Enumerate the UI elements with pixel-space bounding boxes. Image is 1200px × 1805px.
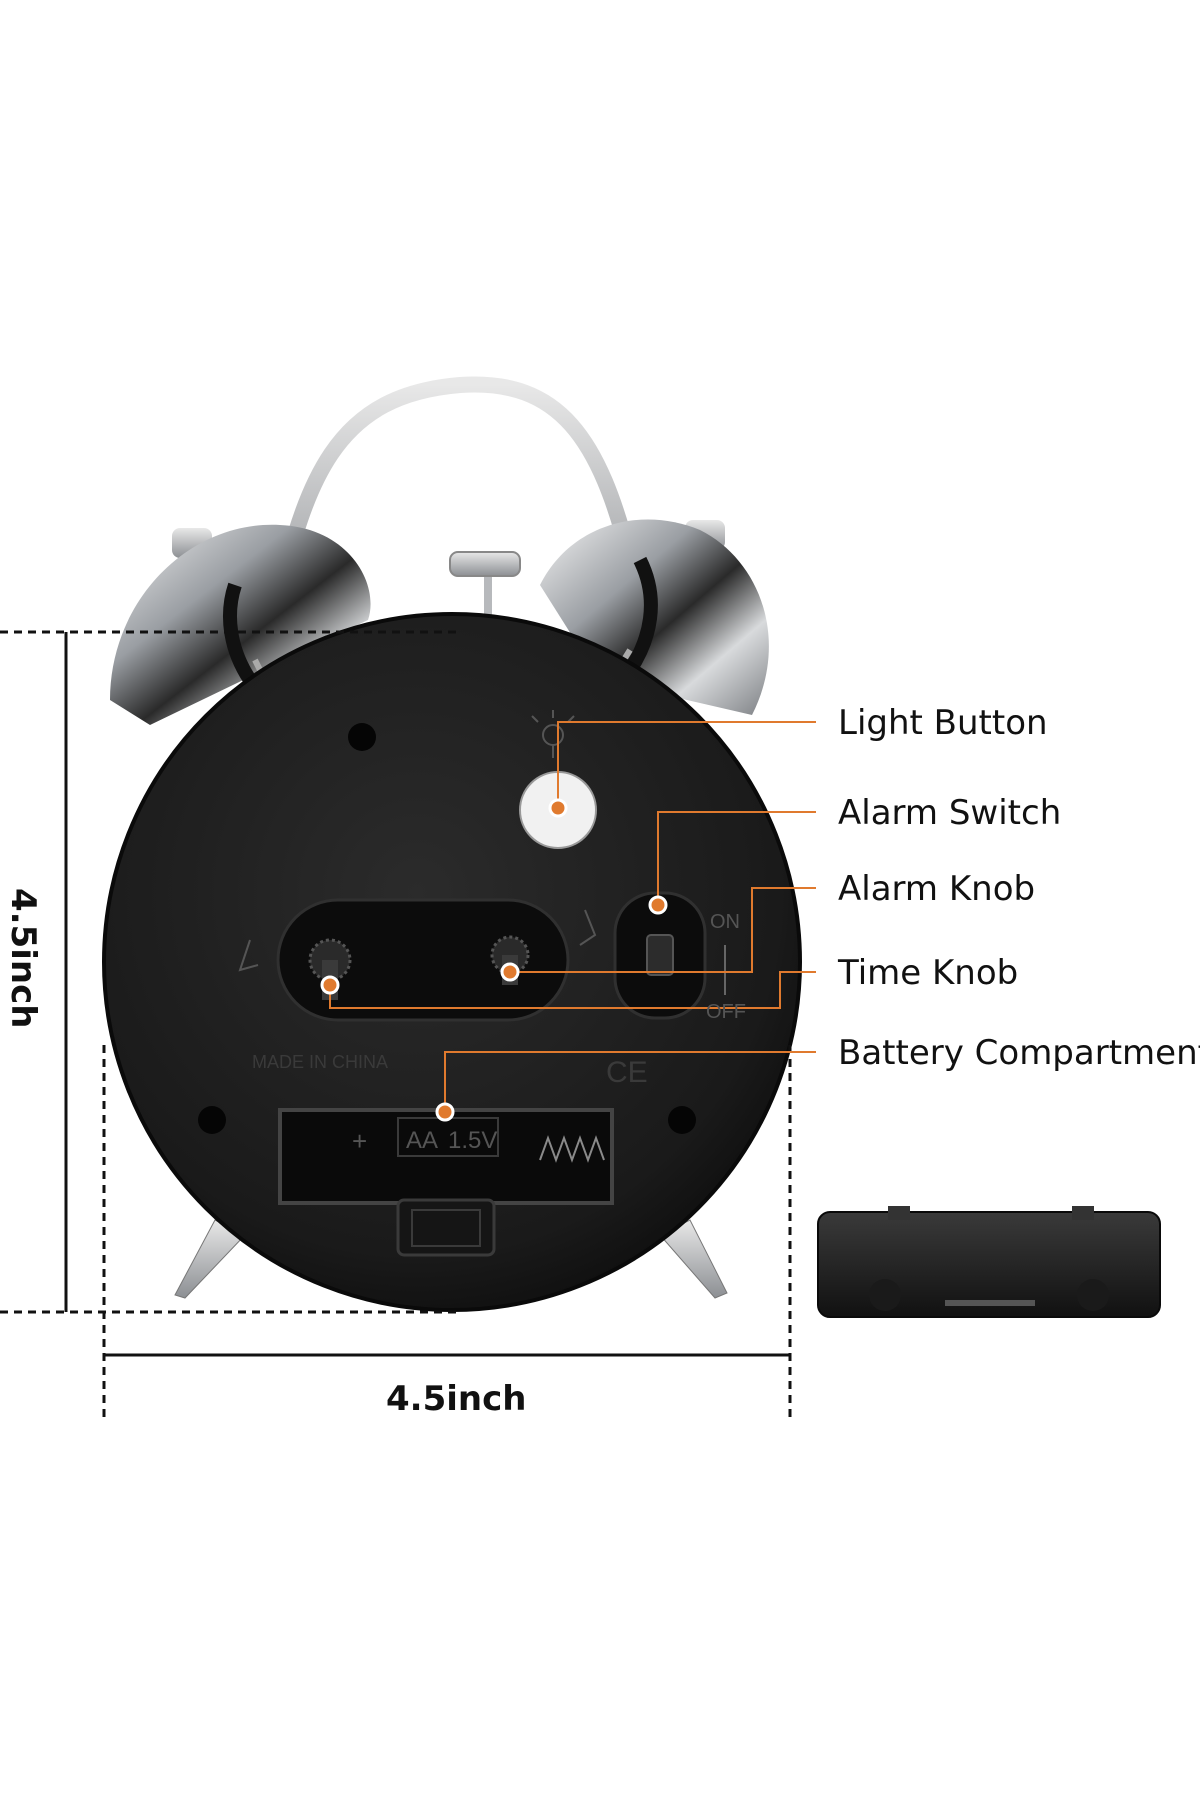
screw: [348, 723, 376, 751]
battery-voltage: 1.5V: [448, 1127, 497, 1154]
dot-alarm-knob: [500, 962, 520, 982]
carry-handle: [262, 376, 638, 658]
rotate-arrow-icon: [238, 939, 259, 972]
leader-battery: [444, 1051, 816, 1112]
alarm-switch: [646, 934, 674, 976]
dot-light: [548, 798, 568, 818]
screw: [198, 1106, 226, 1134]
battery-tab: [396, 1198, 496, 1257]
dot-time-knob: [320, 975, 340, 995]
switch-off-label: OFF: [706, 1001, 746, 1023]
callout-alarm-switch: Alarm Switch: [838, 793, 1062, 833]
height-dimension: [0, 630, 460, 1314]
dot-alarm-switch: [648, 895, 668, 915]
width-dimension: [102, 1045, 792, 1420]
battery-polarity: +: [352, 1126, 367, 1156]
leader-alarm-switch: [657, 811, 816, 900]
leader-light: [557, 721, 816, 810]
made-in-label: MADE IN CHINA: [252, 1052, 388, 1072]
leader-alarm-knob: [510, 887, 816, 973]
callout-alarm-knob: Alarm Knob: [838, 869, 1036, 909]
callout-time-knob: Time Knob: [838, 953, 1019, 993]
battery-type: AA: [406, 1127, 438, 1154]
ce-mark: CE: [606, 1056, 648, 1089]
height-dimension-label: 4.5inch: [3, 888, 43, 1029]
width-dimension-label: 4.5inch: [386, 1379, 527, 1419]
dot-battery: [435, 1102, 455, 1122]
knob-recess: [276, 898, 570, 1022]
switch-on-label: ON: [710, 911, 740, 933]
hammer-rod: [484, 560, 492, 640]
battery-spring: [539, 1135, 605, 1163]
callout-leaders: [329, 721, 816, 1112]
battery-cover: [817, 1206, 1161, 1318]
callout-light-button: Light Button: [838, 703, 1048, 743]
screw: [668, 1106, 696, 1134]
callout-battery-compartment: Battery Compartment: [838, 1033, 1200, 1073]
leader-time-knob: [329, 971, 816, 1009]
hammer-head: [449, 551, 521, 577]
rotate-arrow-icon: [579, 909, 597, 946]
callout-dots: [320, 798, 668, 1122]
